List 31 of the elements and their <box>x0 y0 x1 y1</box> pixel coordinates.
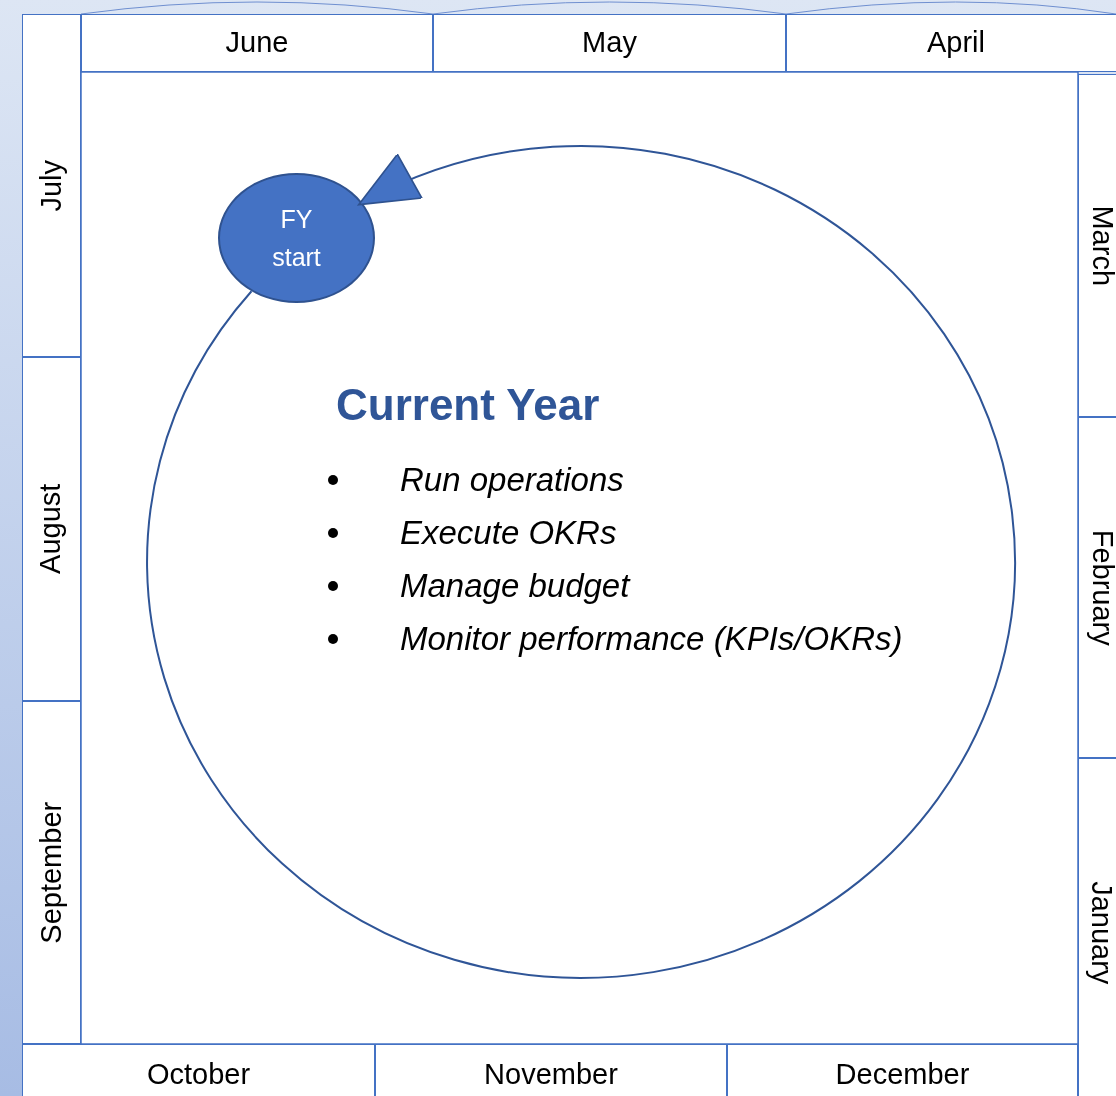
month-label: April <box>927 25 985 61</box>
month-label: December <box>835 1057 970 1093</box>
month-label: October <box>146 1057 251 1093</box>
month-label: August <box>33 483 68 575</box>
month-label: February <box>1085 529 1116 646</box>
month-label: July <box>33 159 68 212</box>
month-cell <box>81 14 433 72</box>
month-cell <box>22 14 81 357</box>
month-cell <box>22 1044 375 1096</box>
month-cell <box>1078 758 1116 1096</box>
month-label: March <box>1085 205 1116 286</box>
bullet-text: Monitor performance (KPIs/OKRs) <box>400 619 903 660</box>
month-cell <box>1078 74 1116 417</box>
month-label: January <box>1085 881 1116 985</box>
month-cell <box>22 701 81 1044</box>
month-cell <box>1078 417 1116 758</box>
month-label: November <box>484 1057 618 1093</box>
bullet-text: Manage budget <box>400 566 630 607</box>
bullet-text: Run operations <box>400 460 624 501</box>
month-label: May <box>582 25 637 61</box>
cycle-arrow <box>146 144 1016 979</box>
month-label: September <box>33 801 68 944</box>
month-cell <box>727 1044 1078 1096</box>
month-cell <box>786 14 1116 72</box>
heading: Current Year <box>336 379 600 431</box>
month-cell <box>433 14 786 72</box>
month-cell <box>375 1044 727 1096</box>
node-label: FY start <box>271 204 322 273</box>
bullet-text: Execute OKRs <box>400 513 617 554</box>
month-label: June <box>225 25 289 61</box>
month-cell <box>22 357 81 701</box>
